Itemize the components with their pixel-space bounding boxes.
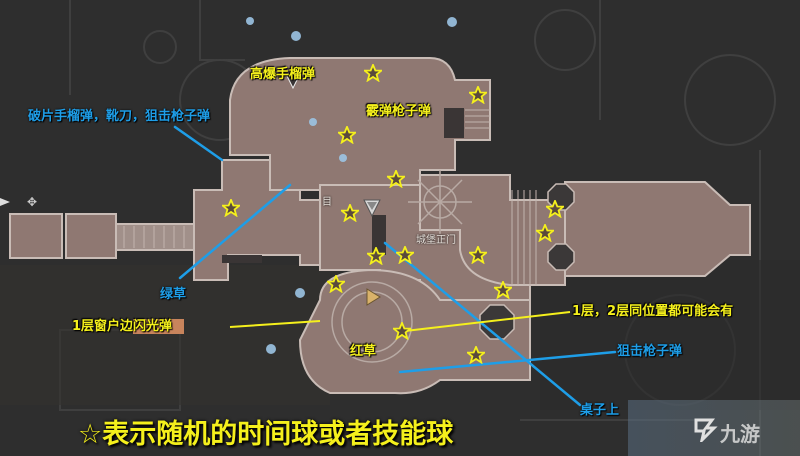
label-castle-main-gate: 城堡正门 — [416, 235, 456, 246]
player-arrow-icon — [366, 288, 381, 306]
door-marker-icon — [285, 73, 301, 90]
watermark-text: 九游 — [720, 422, 760, 446]
star-marker-icon — [467, 346, 485, 364]
star-marker-icon — [469, 86, 487, 104]
label-floor-note: 1层，2层同位置都可能会有 — [572, 304, 734, 319]
star-marker-icon — [338, 126, 356, 144]
label-on-table: 桌子上 — [580, 403, 620, 418]
legend-text: ☆表示随机的时间球或者技能球 — [78, 419, 454, 450]
star-marker-icon — [494, 281, 512, 299]
star-marker-icon — [364, 64, 382, 82]
label-high-explosive-grenade: 高爆手榴弹 — [250, 67, 316, 82]
label-frag-knife-sniper: 破片手榴弹，靴刀，狙击枪子弹 — [28, 109, 211, 124]
star-marker-icon — [341, 204, 359, 222]
label-floor1-window-text: 1层窗户边 — [72, 319, 134, 334]
svg-text:✥: ✥ — [27, 195, 37, 209]
star-marker-icon — [469, 246, 487, 264]
star-marker-icon — [393, 322, 411, 340]
star-marker-icon — [327, 275, 345, 293]
star-marker-icon — [536, 224, 554, 242]
ladder-icon: 目 — [322, 197, 332, 208]
star-marker-icon — [546, 200, 564, 218]
typewriter-icon — [363, 199, 381, 218]
star-marker-icon — [387, 170, 405, 188]
star-marker-icon — [367, 247, 385, 265]
label-green-herb: 绿草 — [160, 287, 187, 302]
label-floor1-window: 1层窗户边闪光弹 — [72, 319, 185, 334]
label-shotgun-shells: 霰弹枪子弹 — [366, 104, 432, 119]
label-red-herb: 红草 — [350, 344, 377, 359]
jiuyou-logo-icon — [694, 418, 718, 442]
star-marker-icon — [222, 199, 240, 217]
star-marker-icon — [396, 246, 414, 264]
label-sniper-ammo: 狙击枪子弹 — [617, 344, 683, 359]
label-flash-grenade: 闪光弹 — [133, 319, 185, 334]
